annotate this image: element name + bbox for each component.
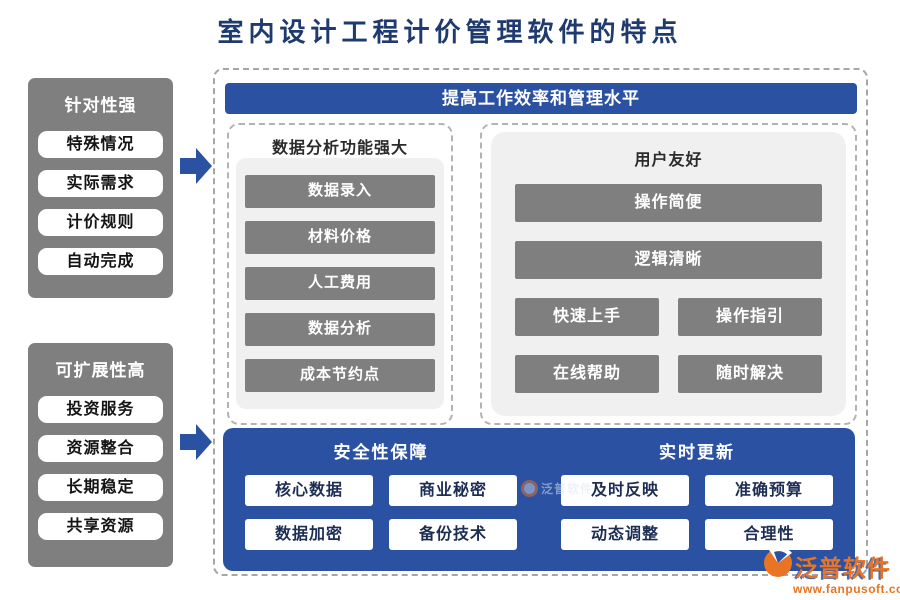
security-item: 核心数据: [245, 475, 373, 506]
user-grid-row: 快速上手 操作指引: [515, 298, 822, 336]
feature-pill: 长期稳定: [38, 474, 163, 501]
user-item: 在线帮助: [515, 355, 659, 393]
page-title: 室内设计工程计价管理软件的特点: [217, 18, 683, 47]
user-friendly-panel: 用户友好 操作简便 逻辑清晰 快速上手 操作指引 在线帮助 随时解决: [480, 123, 857, 425]
realtime-item: 及时反映: [561, 475, 689, 506]
security-item: 备份技术: [389, 519, 517, 550]
realtime-title: 实时更新: [659, 443, 735, 462]
security-title: 安全性保障: [333, 443, 429, 462]
main-dashed-frame: [213, 68, 868, 576]
data-analysis-items: 数据录入 材料价格 人工费用 数据分析 成本节约点: [236, 158, 444, 409]
data-analysis-title: 数据分析功能强大: [271, 140, 408, 157]
data-analysis-panel: 数据分析功能强大 数据录入 材料价格 人工费用 数据分析 成本节约点: [227, 123, 453, 425]
security-item: 数据加密: [245, 519, 373, 550]
user-item: 逻辑清晰: [515, 241, 822, 279]
realtime-item: 动态调整: [561, 519, 689, 550]
user-grid-row: 在线帮助 随时解决: [515, 355, 822, 393]
data-item: 数据分析: [245, 313, 435, 346]
realtime-item: 合理性: [705, 519, 833, 550]
feature-box-expandable: 可扩展性高 投资服务 资源整合 长期稳定 共享资源: [28, 343, 173, 567]
feature-box-title: 针对性强: [64, 96, 137, 115]
arrow-right-icon: [180, 147, 213, 185]
vendor-logo-row: 泛普软件: [763, 546, 900, 583]
vendor-logo-url: www.fanpusoft.com: [793, 582, 900, 596]
data-item: 材料价格: [245, 221, 435, 254]
main-header-banner: 提高工作效率和管理水平: [225, 83, 857, 114]
feature-pill: 资源整合: [38, 435, 163, 462]
arrow-right-icon: [180, 423, 213, 461]
feature-pill: 计价规则: [38, 209, 163, 236]
bottom-blue-box: 安全性保障 核心数据 商业秘密 数据加密 备份技术 实时更新 及时反映 准确预算…: [223, 428, 855, 571]
realtime-section: 实时更新 及时反映 准确预算 动态调整 合理性: [539, 428, 855, 571]
security-section: 安全性保障 核心数据 商业秘密 数据加密 备份技术: [223, 428, 539, 571]
data-item: 数据录入: [245, 175, 435, 208]
realtime-item: 准确预算: [705, 475, 833, 506]
user-item: 操作简便: [515, 184, 822, 222]
user-item: 随时解决: [678, 355, 822, 393]
user-friendly-inner: 用户友好 操作简便 逻辑清晰 快速上手 操作指引 在线帮助 随时解决: [491, 132, 846, 416]
fanpu-logo-icon: [763, 546, 793, 583]
feature-pill: 投资服务: [38, 396, 163, 423]
feature-pill: 自动完成: [38, 248, 163, 275]
user-friendly-title: 用户友好: [634, 152, 703, 169]
data-item: 人工费用: [245, 267, 435, 300]
security-grid: 核心数据 商业秘密 数据加密 备份技术: [245, 475, 517, 550]
feature-box-items: 投资服务 资源整合 长期稳定 共享资源: [28, 381, 173, 540]
vendor-logo: 泛普软件 www.fanpusoft.com: [763, 546, 900, 596]
data-item: 成本节约点: [245, 359, 435, 392]
security-item: 商业秘密: [389, 475, 517, 506]
feature-pill: 共享资源: [38, 513, 163, 540]
vendor-logo-name: 泛普软件: [795, 555, 891, 581]
user-item: 快速上手: [515, 298, 659, 336]
feature-box-targeted: 针对性强 特殊情况 实际需求 计价规则 自动完成: [28, 78, 173, 298]
feature-pill: 实际需求: [38, 170, 163, 197]
feature-box-title: 可扩展性高: [55, 361, 146, 380]
feature-pill: 特殊情况: [38, 131, 163, 158]
feature-box-items: 特殊情况 实际需求 计价规则 自动完成: [28, 116, 173, 275]
realtime-grid: 及时反映 准确预算 动态调整 合理性: [561, 475, 833, 550]
user-item: 操作指引: [678, 298, 822, 336]
